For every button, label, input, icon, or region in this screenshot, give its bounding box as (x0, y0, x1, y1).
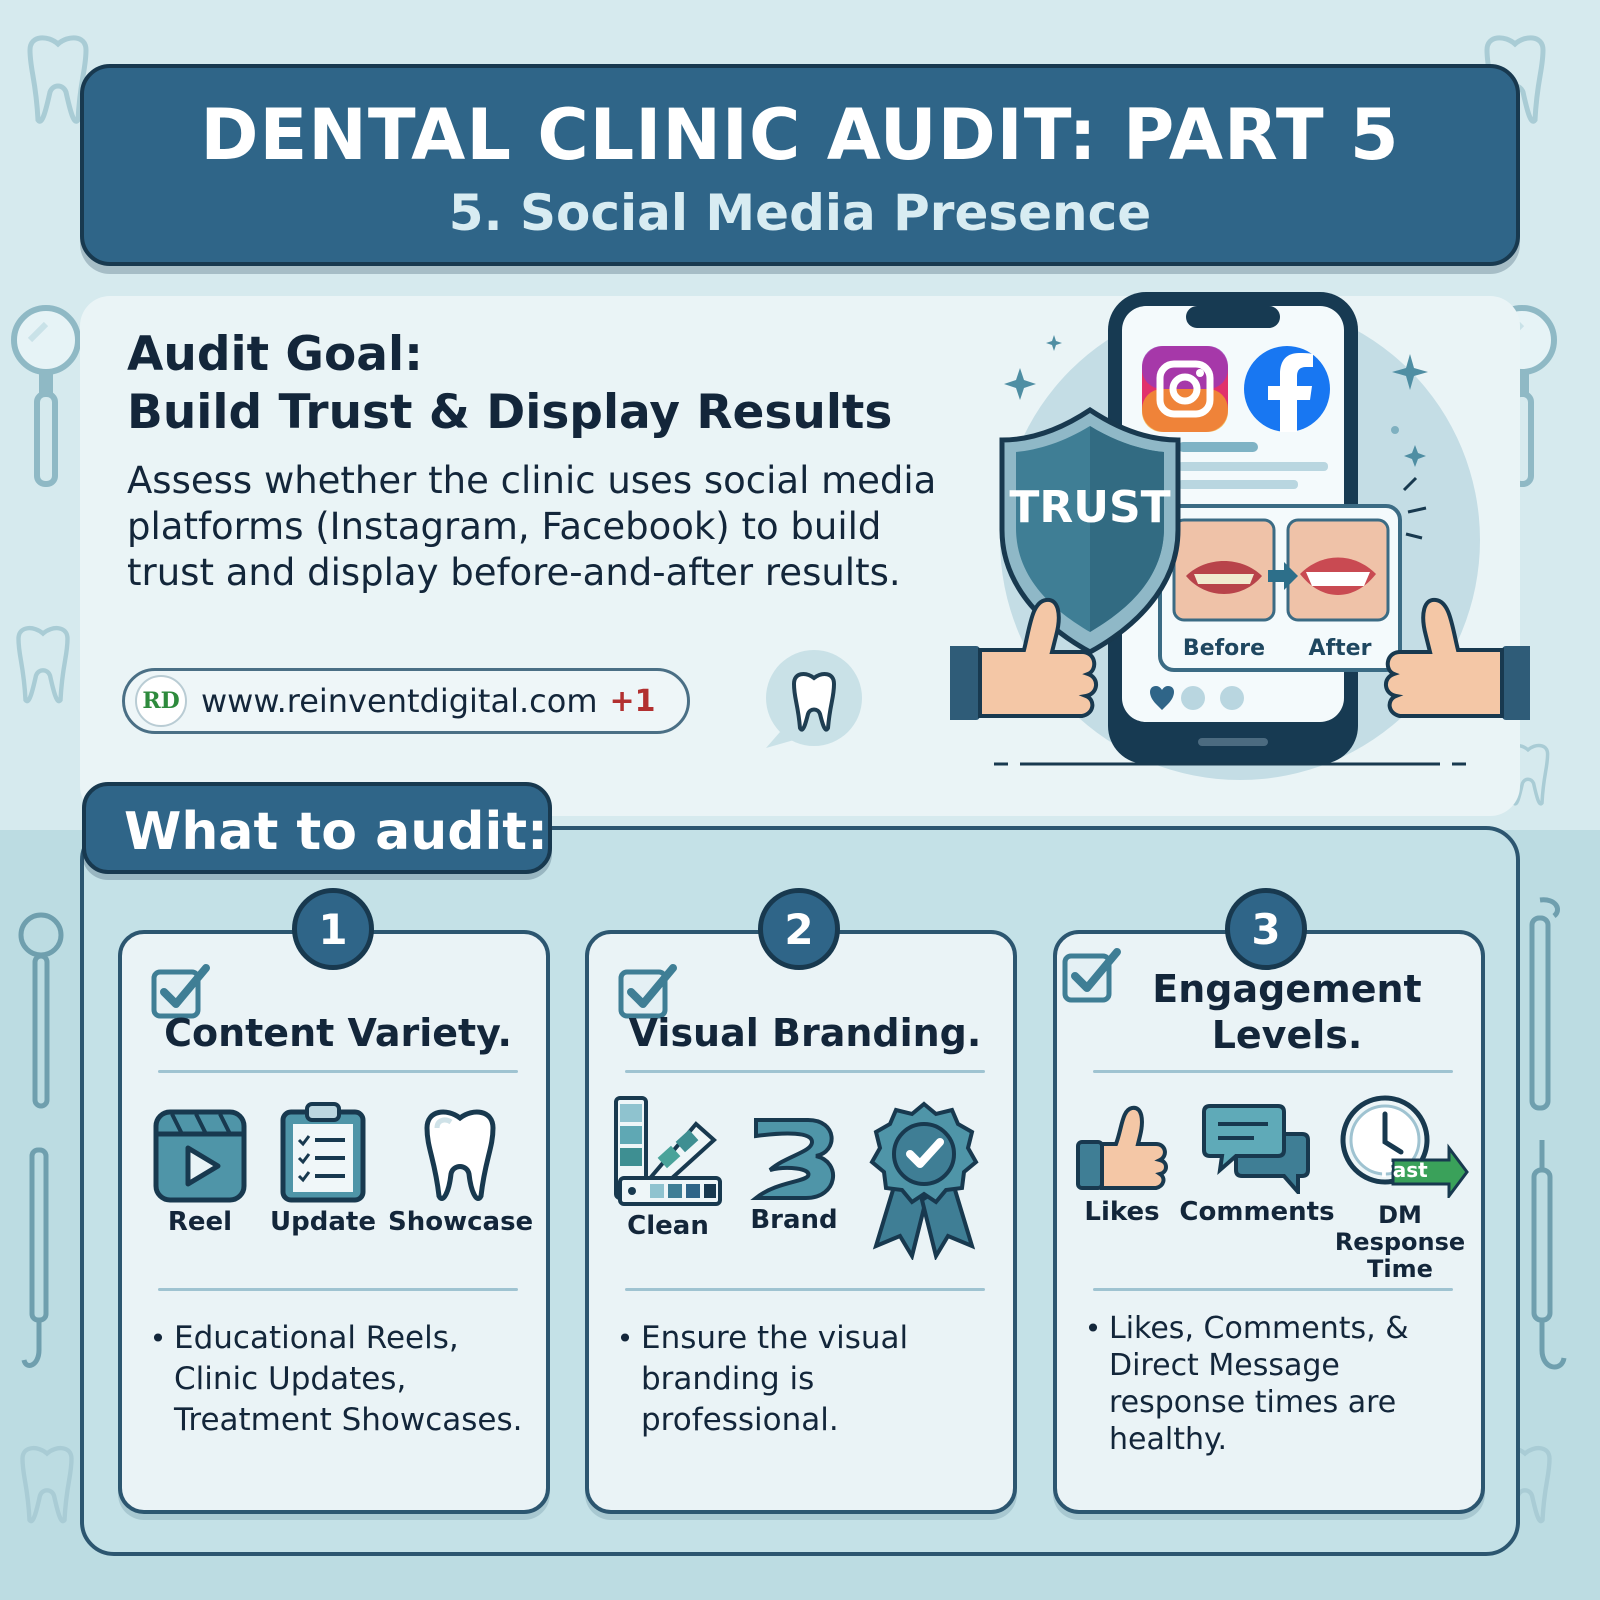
audit-card-visual-branding: Visual Branding. Clean Brand • Ensure th… (585, 930, 1017, 1514)
icon-group-clean: Clean (603, 1094, 733, 1240)
card-bullet: • Educational Reels, Clinic Updates, Tre… (142, 1318, 534, 1441)
thumbs-up-icon (1076, 1105, 1168, 1190)
checkbox-icon (150, 962, 214, 1026)
card-bullet: • Likes, Comments, & Direct Message resp… (1077, 1310, 1469, 1458)
header-banner: DENTAL CLINIC AUDIT: PART 5 5. Social Me… (80, 64, 1520, 266)
tooth-outline-icon (8, 620, 78, 710)
source-url: www.reinventdigital.com (201, 682, 598, 720)
card-title: Visual Branding. (628, 1011, 982, 1055)
card-number-badge: 3 (1225, 888, 1307, 970)
icon-label-update: Update (270, 1207, 376, 1237)
audit-heading-tab: What to audit: (82, 782, 552, 874)
audit-heading: What to audit: (124, 802, 548, 862)
icon-group-brand: Brand (739, 1112, 849, 1234)
tooth-outline-icon (18, 30, 98, 130)
chat-bubbles-icon (1202, 1104, 1310, 1198)
card-title: Content Variety. (164, 1011, 512, 1055)
bullet-text: Likes, Comments, & Direct Message respon… (1109, 1311, 1409, 1457)
bullet-dot-icon: • (616, 1322, 634, 1355)
rd-logo: RD (135, 675, 187, 727)
icon-group-dm-response: Fast DM Response Time (1325, 1094, 1481, 1283)
card-title: Engagement Levels. (1097, 966, 1477, 1058)
goal-description: Assess whether the clinic uses social me… (127, 459, 937, 594)
video-reel-icon (153, 1109, 247, 1203)
goal-title-line1: Audit Goal: (127, 327, 423, 382)
page-title: DENTAL CLINIC AUDIT: PART 5 (200, 94, 1400, 176)
dental-scaler-icon (1510, 890, 1570, 1120)
divider (158, 1288, 518, 1291)
card-number-badge: 2 (758, 888, 840, 970)
icon-label-comments: Comments (1179, 1197, 1335, 1227)
tooth-outline-icon (12, 1440, 82, 1530)
dental-mirror-icon (16, 910, 66, 1110)
icon-group-update: Update (268, 1100, 378, 1236)
quality-ribbon-icon (859, 1100, 989, 1264)
card-number-badge: 1 (292, 888, 374, 970)
checkbox-icon (617, 962, 681, 1026)
clock-fast-icon (1340, 1095, 1469, 1201)
icon-label-showcase: Showcase (388, 1207, 534, 1237)
bullet-text: Ensure the visual branding is profession… (641, 1320, 909, 1438)
source-link[interactable]: RD www.reinventdigital.com +1 (122, 668, 690, 734)
page-subtitle: 5. Social Media Presence (448, 184, 1152, 242)
icon-label-reel: Reel (167, 1207, 233, 1237)
bullet-dot-icon: • (149, 1322, 167, 1355)
dental-probe-icon (18, 1140, 68, 1380)
icon-group-showcase: Showcase (388, 1104, 534, 1237)
icon-label-brand: Brand (750, 1205, 838, 1235)
divider (1093, 1288, 1453, 1291)
clipboard-checklist-icon (280, 1102, 366, 1203)
divider (625, 1288, 985, 1291)
icon-label-dm-response: DM Response Time (1334, 1201, 1466, 1283)
color-palette-swatch-icon (614, 1096, 722, 1206)
social-phone-illustration: TRUST Before After (940, 290, 1542, 794)
goal-title: Audit Goal: Build Trust & Display Result… (127, 326, 1007, 442)
icon-label-clean: Clean (627, 1211, 709, 1241)
source-count-badge: +1 (609, 683, 656, 719)
icon-group-likes: Likes (1067, 1100, 1177, 1226)
goal-title-line2: Build Trust & Display Results (127, 385, 893, 440)
icon-group-comments: Comments (1179, 1100, 1335, 1226)
card-title-line2: Levels. (1211, 1013, 1363, 1057)
tooth-chat-bubble-icon (758, 648, 868, 762)
bullet-text: Educational Reels, Clinic Updates, Treat… (174, 1320, 523, 1438)
checkbox-icon (1061, 946, 1125, 1010)
card-title-line1: Engagement (1152, 967, 1422, 1011)
tooth-outline-icon (1500, 740, 1556, 810)
card-bullet: • Ensure the visual branding is professi… (609, 1318, 1001, 1441)
divider (1093, 1070, 1453, 1073)
icon-group-reel: Reel (142, 1104, 258, 1236)
divider (158, 1070, 518, 1073)
icon-label-likes: Likes (1084, 1197, 1160, 1227)
dental-mirror-icon (8, 300, 84, 490)
bullet-dot-icon: • (1084, 1312, 1102, 1345)
audit-card-engagement-levels: Engagement Levels. Likes Comments Fast D… (1053, 930, 1485, 1514)
before-label: Before (1182, 636, 1266, 661)
divider (625, 1070, 985, 1073)
tooth-icon (424, 1109, 496, 1201)
after-label: After (1308, 636, 1372, 661)
trust-shield-label: TRUST (1009, 482, 1171, 533)
dental-probe-icon (1512, 1130, 1572, 1390)
brand-logo-icon (750, 1118, 835, 1200)
fast-label: Fast (1380, 1158, 1428, 1182)
audit-card-content-variety: Content Variety. Reel Update Showcase • … (118, 930, 550, 1514)
